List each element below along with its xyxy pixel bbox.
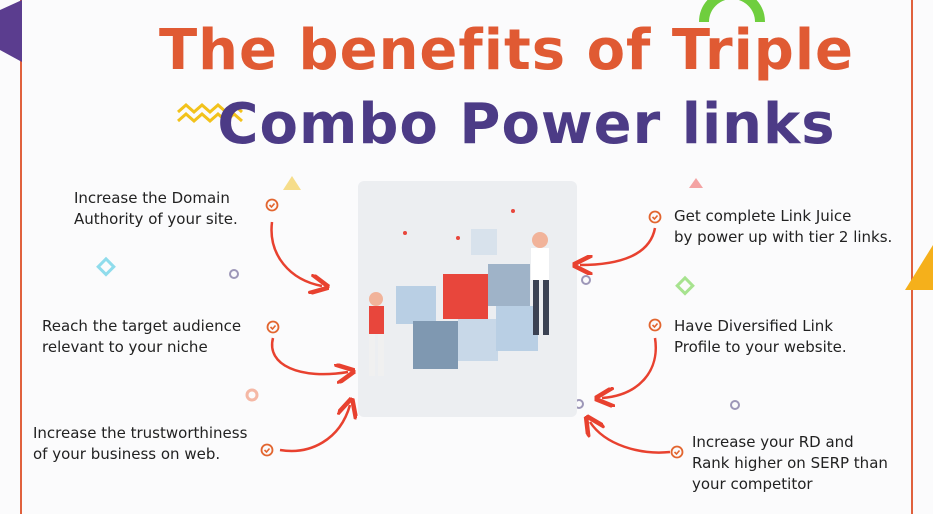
arrow-to-illustration [279,405,350,453]
right-frame-line [911,0,913,514]
check-circle-icon [648,318,662,332]
person-head [369,292,383,306]
benefit-line: Have Diversified Link [674,317,834,335]
green-arc-shape [699,0,765,23]
benefit-trustworthiness: Increase the trustworthiness of your bus… [33,423,247,465]
benefit-line: your competitor [692,475,813,493]
benefit-line: relevant to your niche [42,338,208,356]
benefit-line: Get complete Link Juice [674,207,852,225]
puzzle-piece [488,264,530,306]
arrow-to-illustration [270,221,322,286]
small-ring [730,400,740,410]
puzzle-piece [496,306,538,351]
check-circle-icon [648,210,662,224]
yellow-triangle-shape [905,245,933,290]
puzzle-people-illustration [369,209,549,376]
small-ring [229,269,239,279]
title-line-2: Combo Power links [217,92,836,157]
benefit-domain-authority: Increase the Domain Authority of your si… [74,188,238,230]
puzzle-piece [471,229,497,255]
benefit-line: by power up with tier 2 links. [674,228,893,246]
benefit-line: Reach the target audience [42,317,242,335]
check-circle-icon [266,320,280,334]
person-body [369,306,384,334]
benefit-diversified-profile: Have Diversified Link Profile to your we… [674,316,847,358]
puzzle-piece [413,321,458,369]
small-ring [581,275,591,285]
zigzag-line [177,103,243,114]
check-circle-icon [260,443,274,457]
pink-small-triangle [689,178,703,188]
check-circle-icon [670,445,684,459]
arrow-to-illustration [590,422,671,454]
person-leg [369,334,375,376]
benefit-line: Rank higher on SERP than [692,454,888,472]
benefit-line: Profile to your website. [674,338,847,356]
purple-corner-shape [0,0,22,62]
person-leg [378,334,384,376]
yellow-small-triangle [283,176,301,190]
benefit-line: Increase your RD and [692,433,854,451]
benefit-line: Authority of your site. [74,210,238,228]
arrow-to-illustration [270,337,348,374]
left-frame-line [20,0,22,514]
arrow-to-illustration [580,227,657,265]
zigzag-line [177,112,243,123]
benefit-link-juice: Get complete Link Juice by power up with… [674,206,892,248]
benefit-line: Increase the trustworthiness [33,424,248,442]
person-leg [543,280,549,335]
person-leg [533,280,539,335]
person-head [532,232,548,248]
green-diamond [675,275,695,296]
benefit-line: Increase the Domain [74,189,230,207]
title-line-1: The benefits of Triple [158,18,855,83]
peach-ring [245,388,259,402]
puzzle-piece [458,319,498,361]
person-body [531,248,549,280]
benefit-target-audience: Reach the target audience relevant to yo… [42,316,241,358]
puzzle-piece [396,286,436,324]
puzzle-piece [443,274,488,319]
benefit-line: of your business on web. [33,445,221,463]
check-circle-icon [265,198,279,212]
benefit-rank-higher: Increase your RD and Rank higher on SERP… [692,432,888,495]
arrow-to-illustration [602,337,657,398]
puzzle-illustration [358,181,577,417]
cyan-diamond [96,256,116,277]
